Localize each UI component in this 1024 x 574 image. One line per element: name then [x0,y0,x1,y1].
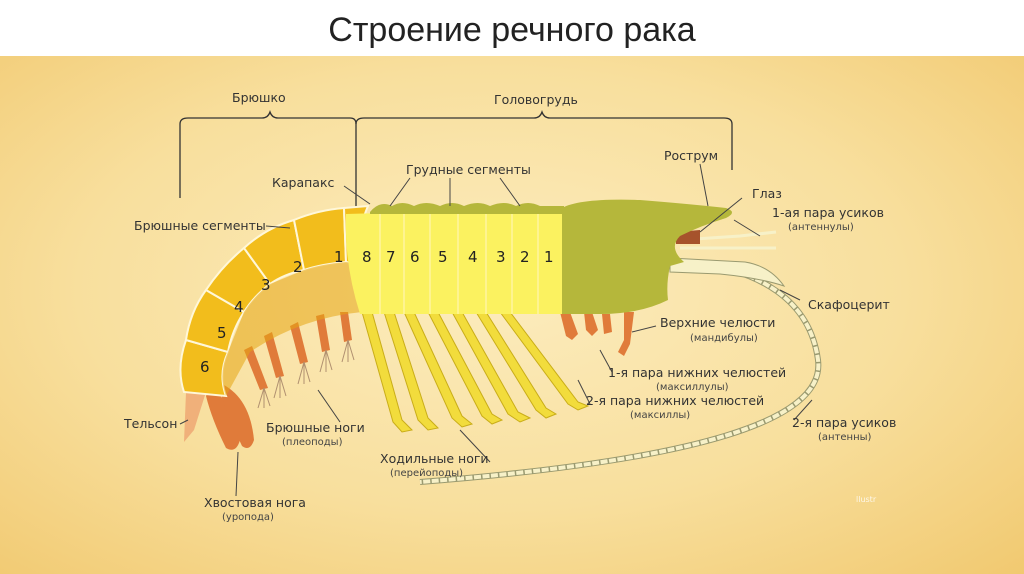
label-rostrum: Рострум [664,148,718,163]
crayfish-diagram: 1 2 3 4 5 6 8 7 6 5 4 3 2 1 Брюшко Голов… [123,90,896,523]
uropods [206,384,254,450]
carapace-dorsal [370,203,564,214]
label-abdominal-segments: Брюшные сегменты [134,218,266,233]
thoracic-number: 5 [438,248,448,266]
label-maxillae-sub: (максиллы) [630,410,690,421]
leader-lines [179,163,813,497]
label-walking-legs: Ходильные ноги [380,451,489,466]
bracket-cephalothorax [355,109,733,210]
label-uropod-sub: (уропода) [222,512,274,523]
thoracic-number: 6 [410,248,420,266]
antenna-2 [419,259,822,485]
label-abdomen: Брюшко [232,90,286,105]
label-mandibles-sub: (мандибулы) [690,333,758,344]
thoracic-number: 8 [362,248,372,266]
label-cephalothorax: Головогрудь [494,92,578,107]
label-eye: Глаз [752,186,782,201]
pleopods [244,312,352,390]
thoracic-number: 7 [386,248,396,266]
thoracic-number: 3 [496,248,506,266]
label-mandibles: Верхние челюсти [660,315,775,330]
label-telson: Тельсон [123,416,177,431]
page-title: Строение речного рака [328,11,696,49]
label-carapace: Карапакс [272,175,335,190]
pleopod-bristles [257,339,355,409]
abdominal-segment-numbers: 1 2 3 4 5 6 [200,248,344,376]
thoracic-number: 2 [520,248,530,266]
abdominal-number: 1 [334,248,344,266]
abdominal-number: 5 [217,324,227,342]
abdominal-number: 6 [200,358,210,376]
label-antennules: 1-ая пара усиков [772,205,884,220]
label-antennules-sub: (антеннулы) [788,222,854,233]
label-pleopods-sub: (плеоподы) [282,437,343,448]
bracket-abdomen [179,109,357,198]
thoracic-number: 4 [468,248,478,266]
abdominal-number: 3 [261,276,271,294]
thorax [345,208,564,314]
abdominal-number: 4 [234,298,244,316]
abdomen-shading [222,262,362,396]
label-maxillae: 2-я пара нижних челюстей [586,393,764,408]
label-maxillules-sub: (максиллулы) [656,382,729,393]
walking-legs [361,311,590,433]
label-pleopods: Брюшные ноги [266,420,365,435]
label-antennae-sub: (антенны) [818,432,872,443]
diagram-panel: 1 2 3 4 5 6 8 7 6 5 4 3 2 1 Брюшко Голов… [0,56,1024,574]
label-maxillules: 1-я пара нижних челюстей [608,365,786,380]
mouth-parts [560,312,634,356]
telson [184,392,206,442]
watermark: llustr [856,495,877,504]
thoracic-number: 1 [544,248,554,266]
carapace-head [562,199,732,314]
abdominal-number: 2 [293,258,303,276]
label-uropod: Хвостовая нога [204,495,306,510]
label-antennae: 2-я пара усиков [792,415,896,430]
label-thoracic-segments: Грудные сегменты [406,162,531,177]
scaphocerite [669,257,786,287]
label-walking-legs-sub: (перейоподы) [390,468,463,479]
label-scaphocerite: Скафоцерит [808,297,890,312]
thoracic-segment-numbers: 8 7 6 5 4 3 2 1 [362,248,554,266]
